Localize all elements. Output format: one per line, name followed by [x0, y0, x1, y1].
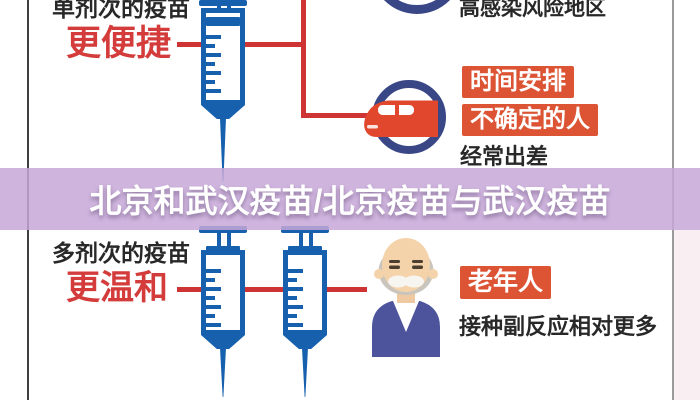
schedule-badge: 时间安排	[462, 66, 574, 99]
banner-overlay: 北京和武汉疫苗/北京疫苗与武汉疫苗	[0, 168, 700, 230]
elderly-badge: 老年人	[460, 266, 552, 300]
single-dose-label: 单剂次的疫苗	[52, 0, 190, 21]
train-icon	[362, 97, 440, 139]
multi-dose-label: 多剂次的疫苗	[52, 240, 190, 266]
convenient-highlight: 更便捷	[66, 24, 172, 63]
banner-title: 北京和武汉疫苗/北京疫苗与武汉疫苗	[89, 183, 611, 219]
high-risk-area-label: 高感染风险地区	[459, 0, 606, 20]
connector-bottom-horizontal	[177, 287, 367, 292]
uncertain-people-badge: 不确定的人	[462, 104, 598, 137]
connector-to-train	[301, 113, 371, 118]
elderly-man-icon	[364, 235, 448, 357]
travel-note-label: 经常出差	[460, 144, 549, 169]
mild-highlight: 更温和	[66, 269, 168, 307]
circle-icon	[371, 0, 463, 14]
connector-top-vertical	[301, 0, 306, 118]
right-margin-tint	[674, 230, 700, 400]
side-effect-note-label: 接种副反应相对更多	[459, 314, 658, 339]
